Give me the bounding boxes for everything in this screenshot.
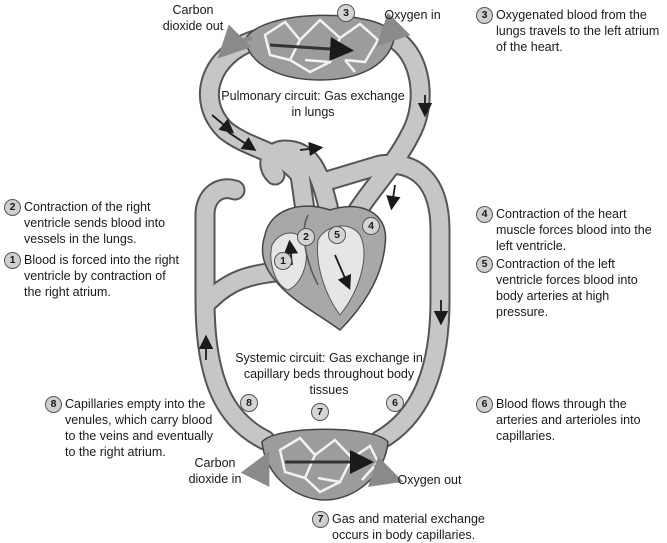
step-badge: 8 [45, 396, 62, 413]
diagram-badge-6: 6 [386, 394, 404, 412]
step-note-2: 2 Contraction of the right ventricle sen… [4, 199, 182, 247]
diagram-badge-4: 4 [362, 217, 380, 235]
step-note-1: 1 Blood is forced into the right ventric… [4, 252, 182, 300]
step-badge: 6 [476, 396, 493, 413]
pulmonary-circuit-label: Pulmonary circuit: Gas exchange in lungs [221, 89, 405, 119]
body-capillary-bed [261, 428, 389, 501]
diagram-badge-1: 1 [274, 252, 292, 270]
step-text: Blood is forced into the right ventricle… [24, 253, 179, 299]
step-text: Contraction of the right ventricle sends… [24, 200, 166, 246]
oxygen-in-label: Oxygen in [384, 8, 441, 22]
step-note-8: 8 Capillaries empty into the venules, wh… [45, 396, 223, 460]
diagram-badge-2: 2 [297, 228, 315, 246]
oxygen-out-label: Oxygen out [397, 473, 462, 487]
diagram-badge-8: 8 [240, 394, 258, 412]
diagram-badge-3: 3 [337, 4, 355, 22]
step-text: Gas and material exchange occurs in body… [332, 512, 485, 542]
step-badge: 5 [476, 256, 493, 273]
step-text: Contraction of the heart muscle forces b… [496, 207, 652, 253]
diagram-badge-7: 7 [311, 403, 329, 421]
systemic-circuit-label: Systemic circuit: Gas exchange in capill… [235, 351, 423, 397]
step-badge: 3 [476, 7, 493, 24]
step-badge: 2 [4, 199, 21, 216]
step-text: Oxygenated blood from the lungs travels … [496, 8, 660, 54]
step-note-3: 3 Oxygenated blood from the lungs travel… [476, 7, 666, 55]
diagram-badge-5: 5 [328, 226, 346, 244]
co2-in-label: Carbon dioxide in [188, 456, 242, 486]
step-note-6: 6 Blood flows through the arteries and a… [476, 396, 656, 444]
lung-capillary-bed [244, 14, 396, 81]
step-text: Blood flows through the arteries and art… [496, 397, 641, 443]
heart [261, 205, 387, 331]
step-text: Contraction of the left ventricle forces… [496, 257, 638, 319]
step-note-7: 7 Gas and material exchange occurs in bo… [312, 511, 502, 543]
step-note-5: 5 Contraction of the left ventricle forc… [476, 256, 664, 320]
step-note-4: 4 Contraction of the heart muscle forces… [476, 206, 656, 254]
step-badge: 7 [312, 511, 329, 528]
step-badge: 4 [476, 206, 493, 223]
step-text: Capillaries empty into the venules, whic… [65, 397, 214, 459]
co2-out-label: Carbon dioxide out [162, 3, 224, 33]
step-badge: 1 [4, 252, 21, 269]
